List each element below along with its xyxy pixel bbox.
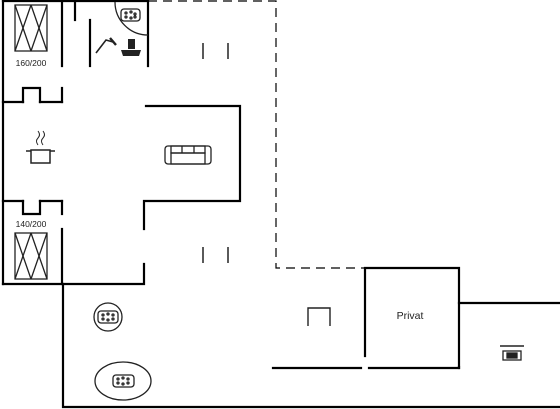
- wall-terrace-west: [61, 282, 560, 409]
- sofa-icon: [164, 145, 212, 165]
- bed-top: [14, 4, 48, 52]
- private-room-label: Privat: [397, 310, 424, 322]
- barbecue-icon: [500, 345, 524, 361]
- hot-tub-oval-icon: [94, 361, 152, 401]
- wall-living-island: [142, 104, 242, 231]
- whirlpool-icon: [114, 1, 149, 36]
- bed-bottom: [14, 232, 48, 280]
- wall-private-room: [363, 266, 461, 370]
- cooking-pot-icon: [26, 130, 55, 164]
- toilet-icon: [121, 39, 141, 56]
- door-markers: [202, 43, 229, 263]
- table-icon: [307, 307, 331, 326]
- wall-lower-door-jamb: [21, 199, 42, 216]
- wall-upper-door-jamb: [21, 86, 42, 104]
- bed-bottom-size: 140/200: [16, 219, 47, 229]
- boundary-dashed: [148, 0, 365, 269]
- wall-house-bottom: [1, 262, 146, 286]
- shower-icon: [95, 37, 117, 54]
- bed-top-size: 160/200: [16, 58, 47, 68]
- hot-tub-small-icon: [93, 302, 123, 332]
